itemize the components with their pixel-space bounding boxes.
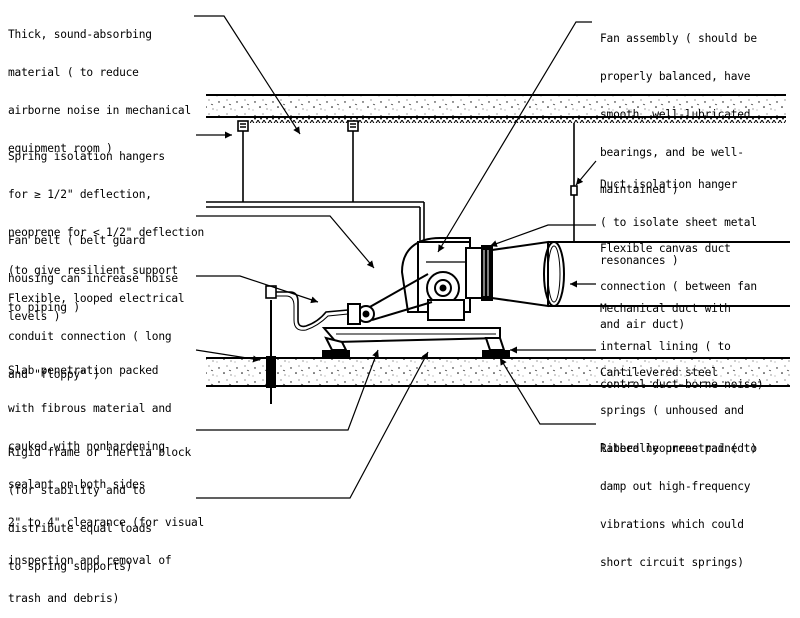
callout-slab-penetration: Slab penetration packed with fibrous mat…: [8, 364, 172, 491]
callout-conduit: Flexible, looped electrical conduit conn…: [8, 292, 185, 381]
spring-isolation-hangers: [237, 120, 359, 202]
floor-slab: [206, 357, 790, 387]
electrical-conduit: [265, 285, 349, 331]
fan-belt: [347, 273, 433, 325]
duct-isolation-hanger: [570, 123, 578, 242]
callout-spring-hangers: Spring isolation hangers for ≥ 1/2" defl…: [8, 150, 205, 315]
callout-clearance: 2" to 4" clearance (for visual inspectio…: [8, 516, 205, 605]
callout-mechanical-duct: Mechanical duct with internal lining ( t…: [600, 302, 764, 391]
callout-fan-assembly: Fan assembly ( should be properly balanc…: [600, 32, 757, 197]
callout-absorbing-material: Thick, sound-absorbing material ( to red…: [8, 28, 191, 155]
callout-duct-hanger: Duct isolation hanger ( to isolate sheet…: [600, 178, 757, 267]
canvas-connection: [481, 245, 493, 301]
fan-assembly: [400, 237, 483, 321]
leader-lines: [194, 15, 597, 499]
callout-steel-springs: Cantilevered steel springs ( unhoused an…: [600, 366, 757, 455]
sound-absorbing-material: [250, 117, 786, 123]
callout-neoprene-pad: Ribbed neoprene pad ( to damp out high-f…: [600, 442, 757, 569]
equipment-drawing: [194, 15, 790, 499]
piping: [206, 201, 425, 252]
neoprene-pads: [322, 350, 510, 358]
callout-canvas-connection: Flexible canvas duct connection ( betwee…: [600, 242, 757, 331]
mechanical-duct: [491, 240, 790, 308]
slab-penetration: [266, 300, 276, 404]
inertia-block: [321, 327, 501, 344]
callout-fan-belt: Fan belt ( belt guard housing can increa…: [8, 234, 178, 323]
diagram-canvas: Thick, sound-absorbing material ( to red…: [8, 15, 790, 604]
